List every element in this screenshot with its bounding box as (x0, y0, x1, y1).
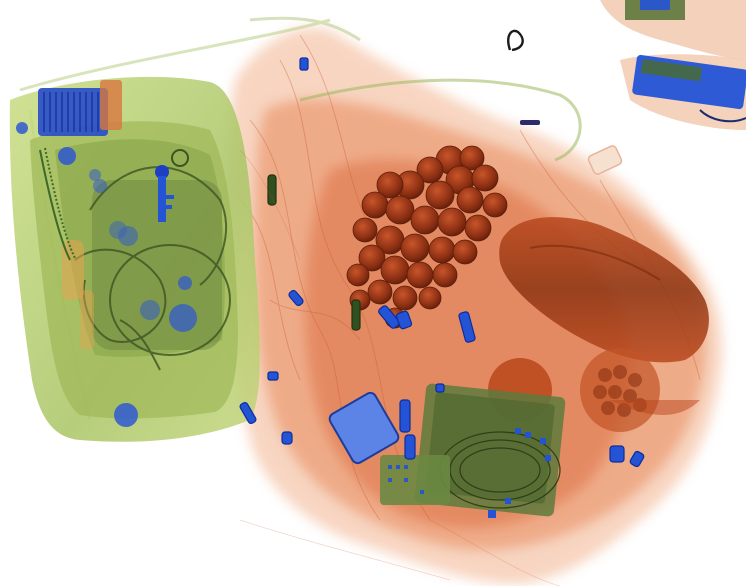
ring-loop (507, 29, 540, 125)
second-bag (587, 0, 746, 175)
card (328, 391, 400, 465)
thread-lines (239, 149, 561, 586)
keys (155, 149, 189, 222)
battery-pack (38, 80, 122, 136)
backpack (9, 76, 260, 442)
zipper-pulls (239, 57, 645, 468)
grape-cluster (346, 145, 508, 329)
metal-discs (16, 122, 197, 427)
circuit-board (380, 383, 566, 518)
bottle (499, 217, 709, 363)
zipper-track (39, 147, 76, 261)
